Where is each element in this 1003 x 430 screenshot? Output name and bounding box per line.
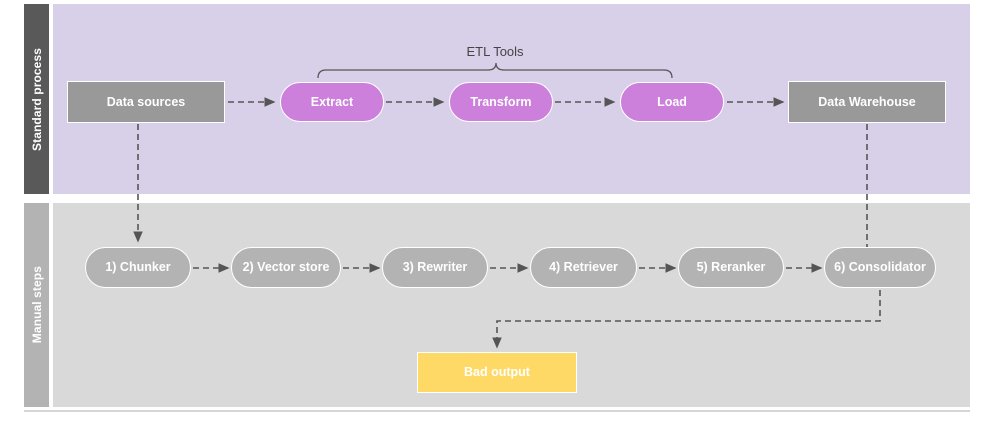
node-consolidator[interactable]: 6) Consolidator <box>824 247 936 288</box>
etl-tools-label: ETL Tools <box>466 44 524 59</box>
node-vector-store[interactable]: 2) Vector store <box>231 247 341 288</box>
node-reranker[interactable]: 5) Reranker <box>678 247 784 288</box>
node-rewriter-label: 3) Rewriter <box>402 260 468 275</box>
bottom-divider <box>24 410 970 412</box>
node-data-warehouse-label: Data Warehouse <box>818 94 916 109</box>
node-extract[interactable]: Extract <box>280 82 384 122</box>
node-vector-store-label: 2) Vector store <box>242 260 330 275</box>
node-load-label: Load <box>657 94 687 109</box>
node-data-warehouse[interactable]: Data Warehouse <box>788 81 946 123</box>
node-rewriter[interactable]: 3) Rewriter <box>382 247 488 288</box>
node-retriever[interactable]: 4) Retriever <box>530 247 637 288</box>
node-data-sources[interactable]: Data sources <box>67 81 225 123</box>
lane-band-manual-steps: Manual steps <box>24 203 49 407</box>
node-extract-label: Extract <box>310 94 354 109</box>
node-data-sources-label: Data sources <box>106 94 186 109</box>
node-chunker-label: 1) Chunker <box>105 260 171 275</box>
node-bad-output-label: Bad output <box>464 365 530 380</box>
node-reranker-label: 5) Reranker <box>696 260 766 275</box>
lane-label-standard-process: Standard process <box>29 47 44 151</box>
node-bad-output[interactable]: Bad output <box>417 352 577 393</box>
lane-band-standard-process: Standard process <box>24 4 49 194</box>
node-transform-label: Transform <box>470 94 532 109</box>
lane-label-manual-steps: Manual steps <box>29 266 44 344</box>
node-consolidator-label: 6) Consolidator <box>834 260 926 275</box>
node-retriever-label: 4) Retriever <box>549 260 618 275</box>
node-chunker[interactable]: 1) Chunker <box>85 247 191 288</box>
node-transform[interactable]: Transform <box>449 82 553 122</box>
node-load[interactable]: Load <box>620 82 724 122</box>
